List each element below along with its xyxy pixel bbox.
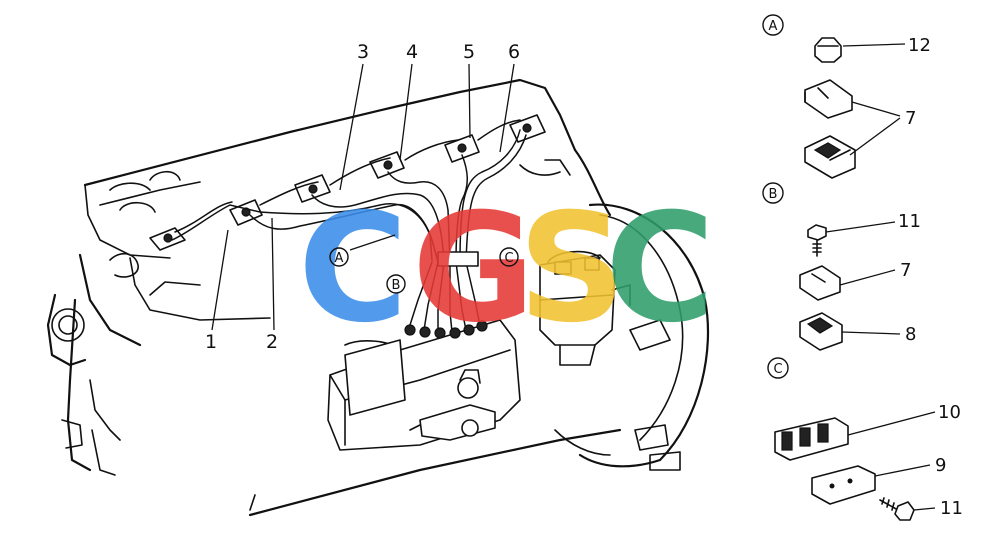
engine-block-drawing: [46, 78, 710, 517]
injection-pipes: [149, 114, 546, 333]
injector-1: [149, 227, 186, 251]
svg-text:B: B: [769, 187, 778, 202]
clamp-lower-7: [804, 135, 856, 179]
callout-6: 6: [508, 41, 520, 63]
engine-markers: A B C: [329, 234, 519, 294]
watermark-letter-2: G: [412, 182, 535, 356]
label-8: 8: [905, 324, 916, 345]
label-12: 12: [908, 35, 931, 56]
detail-c-marker: [767, 357, 789, 379]
injector-4: [369, 151, 405, 179]
plate-9: [811, 465, 876, 505]
watermark-letter-1: C: [298, 182, 408, 356]
watermark-letter-3: S: [518, 182, 626, 356]
callout-1: 1: [205, 331, 217, 353]
bolt-11-b: [807, 224, 827, 257]
watermark: C G S C: [298, 182, 715, 356]
injector-6: [509, 114, 546, 143]
watermark-letter-4: C: [605, 182, 715, 356]
callout-5: 5: [463, 41, 475, 63]
injector-5: [444, 134, 480, 163]
bolt-11-c: [879, 497, 915, 521]
svg-text:B: B: [392, 278, 401, 293]
detail-a-marker: [762, 14, 784, 36]
nut-12: [814, 37, 842, 63]
label-11c: 11: [940, 498, 963, 519]
main-callouts: 1 2 3 4 5 6: [205, 41, 520, 353]
svg-text:C: C: [773, 362, 782, 377]
clamp-10: [774, 417, 849, 461]
label-11b: 11: [898, 211, 921, 232]
label-9: 9: [935, 455, 946, 476]
detail-b-marker: [762, 182, 784, 204]
engine-marker-a: A: [329, 234, 396, 267]
clamp-7-b: [799, 265, 841, 301]
svg-text:A: A: [769, 19, 778, 34]
clamp-upper-7: [804, 79, 853, 119]
detail-a: A 12 7: [762, 14, 931, 179]
label-7b: 7: [900, 260, 911, 281]
label-7a: 7: [905, 108, 916, 129]
clamp-8: [799, 312, 843, 351]
injector-2: [229, 199, 263, 226]
label-10: 10: [938, 402, 961, 423]
detail-c: C 10 9 11: [767, 357, 963, 521]
svg-text:C: C: [504, 251, 513, 266]
engine-marker-c: C: [499, 247, 519, 267]
callout-2: 2: [266, 331, 278, 353]
engine-marker-b: B: [386, 274, 406, 294]
injector-3: [294, 174, 331, 203]
svg-text:A: A: [335, 251, 344, 266]
callout-4: 4: [406, 41, 418, 63]
detail-b: B 11 7 8: [762, 182, 921, 351]
injection-pump: [327, 250, 631, 451]
callout-3: 3: [357, 41, 369, 63]
